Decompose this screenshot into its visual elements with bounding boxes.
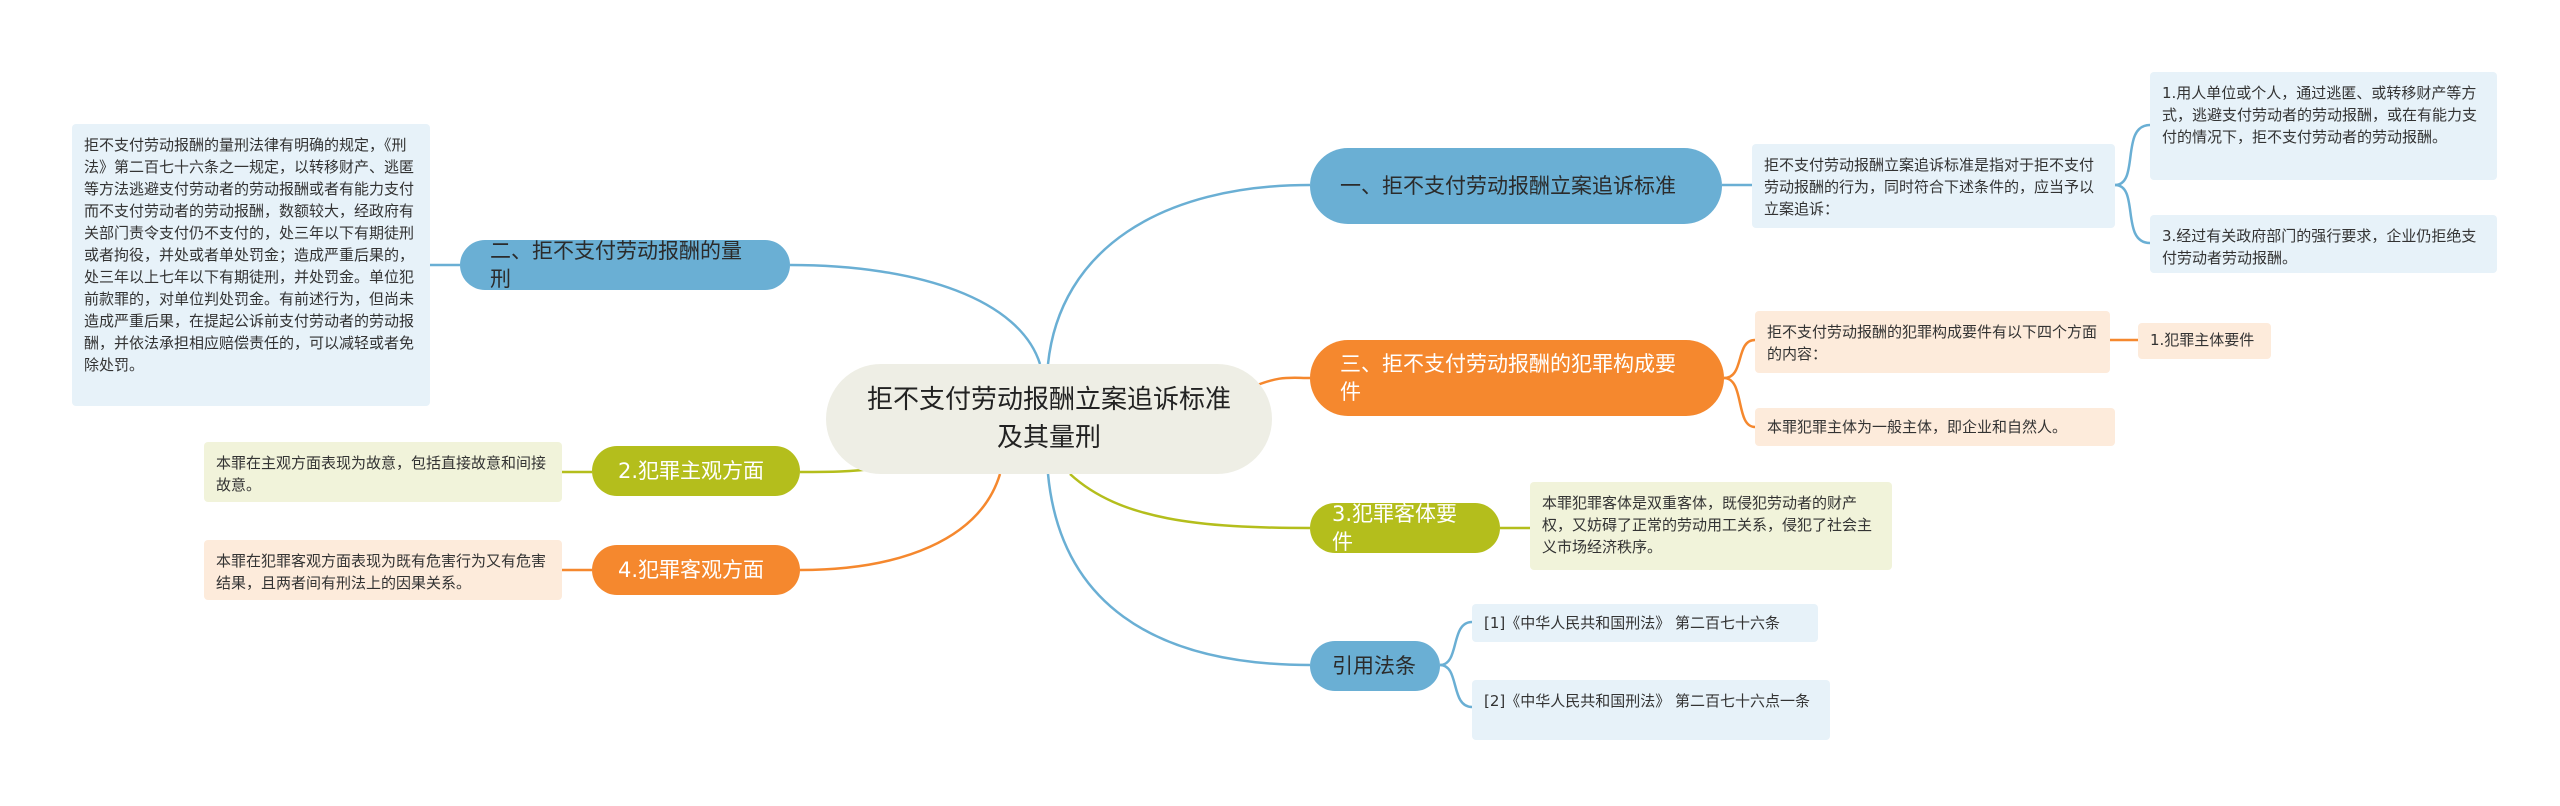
edge-center-object [1069, 473, 1311, 530]
edge-branch3-desc [1723, 338, 1756, 380]
branch-crime-objective[interactable]: 4.犯罪客观方面 [592, 545, 800, 595]
branch-crime-elements[interactable]: 三、拒不支付劳动报酬的犯罪构成要件 [1310, 340, 1724, 416]
filing-standard-item-3: 3.经过有关政府部门的强行要求，企业仍拒绝支付劳动者劳动报酬。 [2150, 215, 2497, 273]
branch-filing-standard[interactable]: 一、拒不支付劳动报酬立案追诉标准 [1310, 148, 1722, 224]
sentencing-desc: 拒不支付劳动报酬的量刑法律有明确的规定，《刑法》第二百七十六条之一规定，以转移财… [72, 124, 430, 406]
edge-desc1-item1 [2114, 123, 2151, 187]
edge-desc1-item2 [2114, 183, 2151, 245]
branch-cited-articles[interactable]: 引用法条 [1310, 641, 1440, 691]
edge-center-branch2 [789, 263, 1042, 365]
edge-center-objective [799, 473, 1002, 572]
edge-center-branch1 [1046, 183, 1311, 365]
branch-crime-object[interactable]: 3.犯罪客体要件 [1310, 502, 1500, 554]
crime-subjective-desc: 本罪在主观方面表现为故意，包括直接故意和间接故意。 [204, 442, 562, 502]
crime-objective-desc: 本罪在犯罪客观方面表现为既有危害行为又有危害结果，且两者间有刑法上的因果关系。 [204, 540, 562, 600]
center-topic[interactable]: 拒不支付劳动报酬立案追诉标准及其量刑 [826, 364, 1272, 474]
edge-center-refs [1046, 473, 1311, 667]
filing-standard-item-1: 1.用人单位或个人，通过逃匿、或转移财产等方式，逃避支付劳动者的劳动报酬，或在有… [2150, 72, 2497, 180]
crime-object-desc: 本罪犯罪客体是双重客体，既侵犯劳动者的财产权，又妨碍了正常的劳动用工关系，侵犯了… [1530, 482, 1892, 570]
edge-refs-item1 [1439, 620, 1473, 667]
crime-subject-desc: 本罪犯罪主体为一般主体，即企业和自然人。 [1755, 408, 2115, 446]
crime-elements-desc: 拒不支付劳动报酬的犯罪构成要件有以下四个方面的内容： [1755, 311, 2110, 373]
cited-article-1[interactable]: [1]《中华人民共和国刑法》 第二百七十六条 [1472, 604, 1818, 642]
branch-sentencing[interactable]: 二、拒不支付劳动报酬的量刑 [460, 239, 790, 291]
edge-refs-item2 [1439, 663, 1473, 709]
filing-standard-desc: 拒不支付劳动报酬立案追诉标准是指对于拒不支付劳动报酬的行为，同时符合下述条件的，… [1752, 144, 2115, 228]
crime-subject-element[interactable]: 1.犯罪主体要件 [2138, 323, 2271, 359]
edge-branch3-desc2 [1723, 376, 1756, 429]
cited-article-2[interactable]: [2]《中华人民共和国刑法》 第二百七十六点一条 [1472, 680, 1830, 740]
branch-crime-subjective[interactable]: 2.犯罪主观方面 [592, 446, 800, 496]
